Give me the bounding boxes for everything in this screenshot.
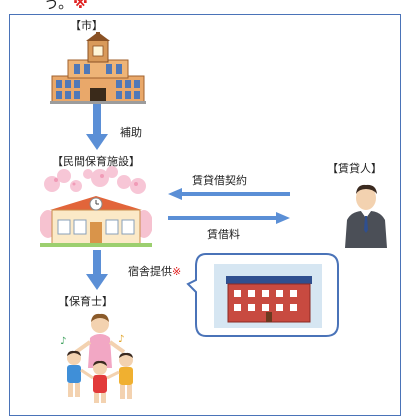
nursery-teacher-children-icon: ♪ ♪ (60, 313, 133, 403)
nursery-teacher-label: 【保育士】 (58, 295, 113, 308)
dormitory-callout (186, 253, 339, 337)
housing-label: 宿舎提供※ (128, 263, 181, 279)
lease-arrows (168, 188, 290, 224)
subsidy-label: 補助 (120, 126, 142, 139)
svg-text:♪: ♪ (118, 334, 124, 345)
header-text: う。 (44, 0, 74, 12)
landlord-person-icon (345, 184, 387, 248)
nursery-school-icon (40, 166, 152, 247)
header-fragment: う。※ (44, 0, 88, 13)
housing-label-text: 宿舎提供 (128, 265, 172, 278)
subsidy-arrow (86, 104, 108, 150)
housing-mark: ※ (172, 265, 182, 278)
svg-text:♪: ♪ (60, 336, 66, 347)
dormitory-building-icon (214, 264, 322, 328)
housing-arrow (86, 250, 108, 290)
facility-label: 【民間保育施設】 (52, 155, 140, 168)
landlord-label: 【賃貸人】 (327, 162, 382, 175)
header-mark: ※ (73, 0, 88, 12)
rent-label: 賃借料 (207, 228, 240, 241)
lease-contract-label: 賃貸借契約 (192, 174, 247, 187)
city-hall-icon (50, 32, 146, 104)
city-label: 【市】 (70, 19, 103, 32)
